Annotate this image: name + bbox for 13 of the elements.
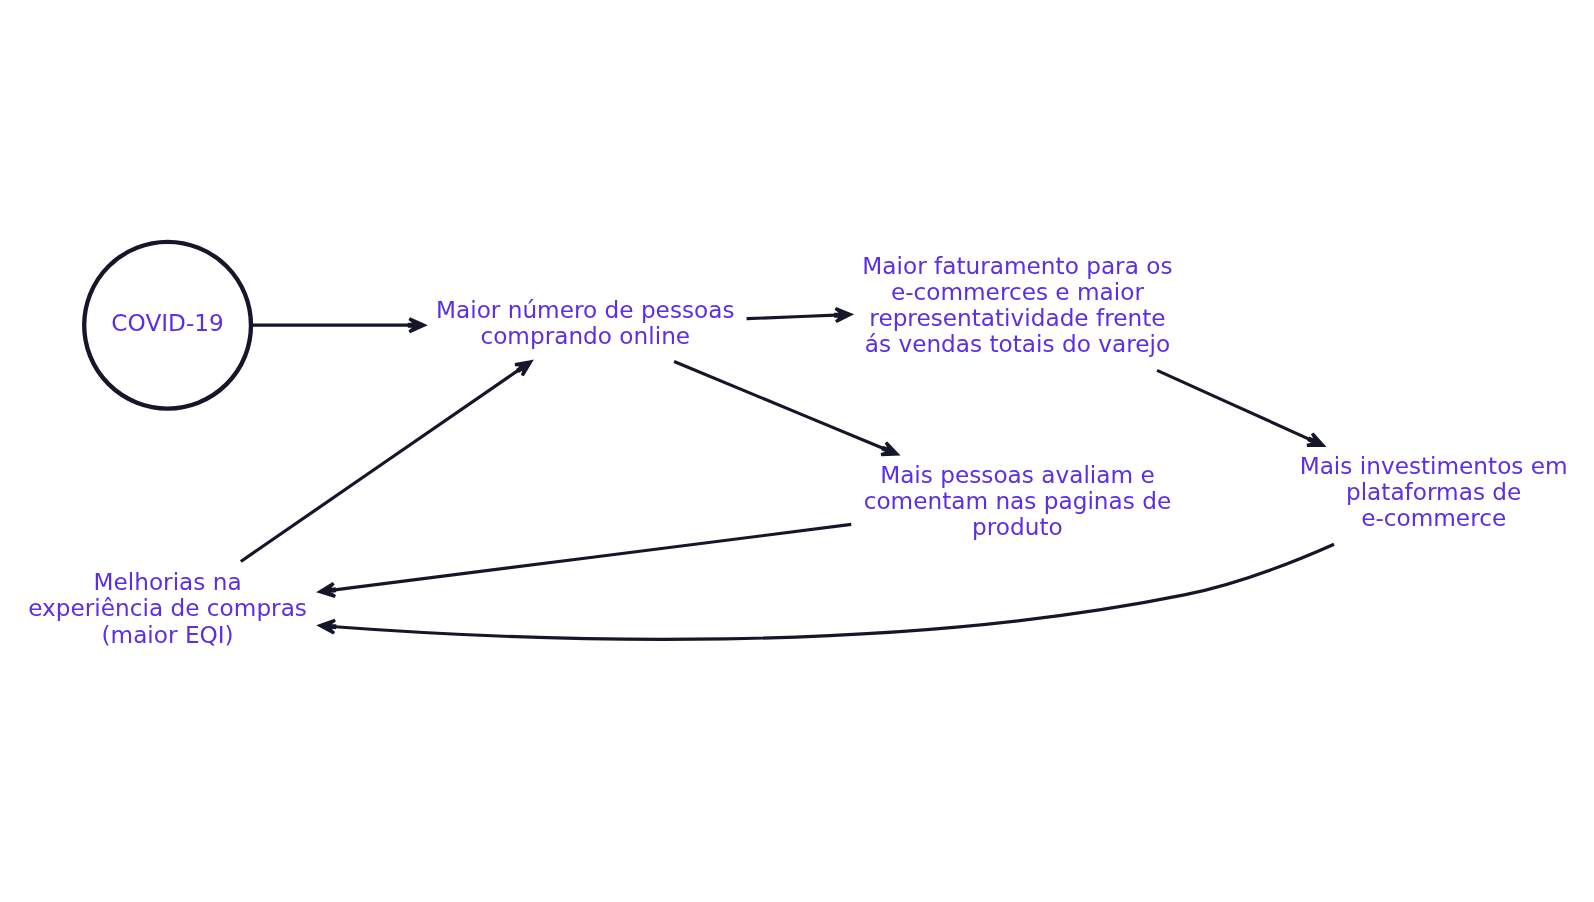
arrow xyxy=(1156,368,1325,447)
arrow xyxy=(746,306,852,324)
node-text: Melhorias na experiência de compras (maior EQI) xyxy=(28,568,307,648)
node-circle: COVID-19 xyxy=(82,239,254,411)
node-text: Maior número de pessoas comprando online xyxy=(435,295,735,349)
arrow xyxy=(251,317,426,334)
arrow xyxy=(318,542,1335,641)
arrow xyxy=(239,360,533,563)
node-text: Maior faturamento para os e-commerces e maior representatividade frente ás vendas totais do varejo xyxy=(862,252,1173,358)
node-text: Mais pessoas avaliam e comentam nas paginas de produto xyxy=(863,460,1172,541)
arrow xyxy=(673,360,899,457)
node-text: Mais investimentos em plataformas de e-commerce xyxy=(1299,452,1568,532)
arrow xyxy=(318,522,852,598)
